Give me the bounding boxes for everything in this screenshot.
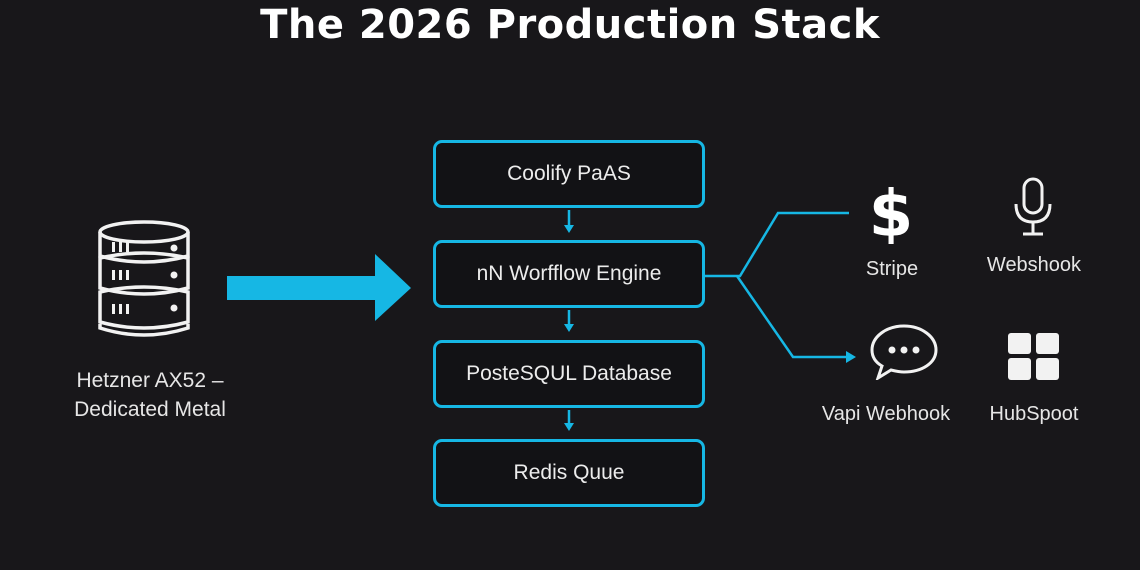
dollar-icon: $: [869, 178, 914, 244]
stack-box-workflow-engine[interactable]: nN Worfflow Engine: [433, 240, 705, 308]
integration-label-stripe: Stripe: [865, 258, 919, 280]
integration-label-hubspoot: HubSpoot: [989, 403, 1079, 425]
server-rack-icon: [98, 220, 190, 337]
stack-box-redis[interactable]: Redis Quue: [433, 439, 705, 507]
chat-bubble-icon: [870, 324, 938, 380]
integration-label-webshook: Webshook: [986, 254, 1082, 276]
grid-tiles-icon: [1008, 333, 1059, 380]
microphone-icon: [1014, 177, 1052, 236]
stack-box-coolify[interactable]: Coolify PaAS: [433, 140, 705, 208]
integration-label-vapi-webhook: Vapi Webhook: [821, 403, 951, 425]
main-arrow-icon: [227, 254, 411, 321]
server-label: Hetzner AX52 – Dedicated Metal: [74, 369, 226, 421]
stack-box-database[interactable]: PosteSQUL Database: [433, 340, 705, 408]
svg-text:$: $: [869, 178, 914, 244]
page-title: The 2026 Production Stack: [260, 2, 880, 48]
